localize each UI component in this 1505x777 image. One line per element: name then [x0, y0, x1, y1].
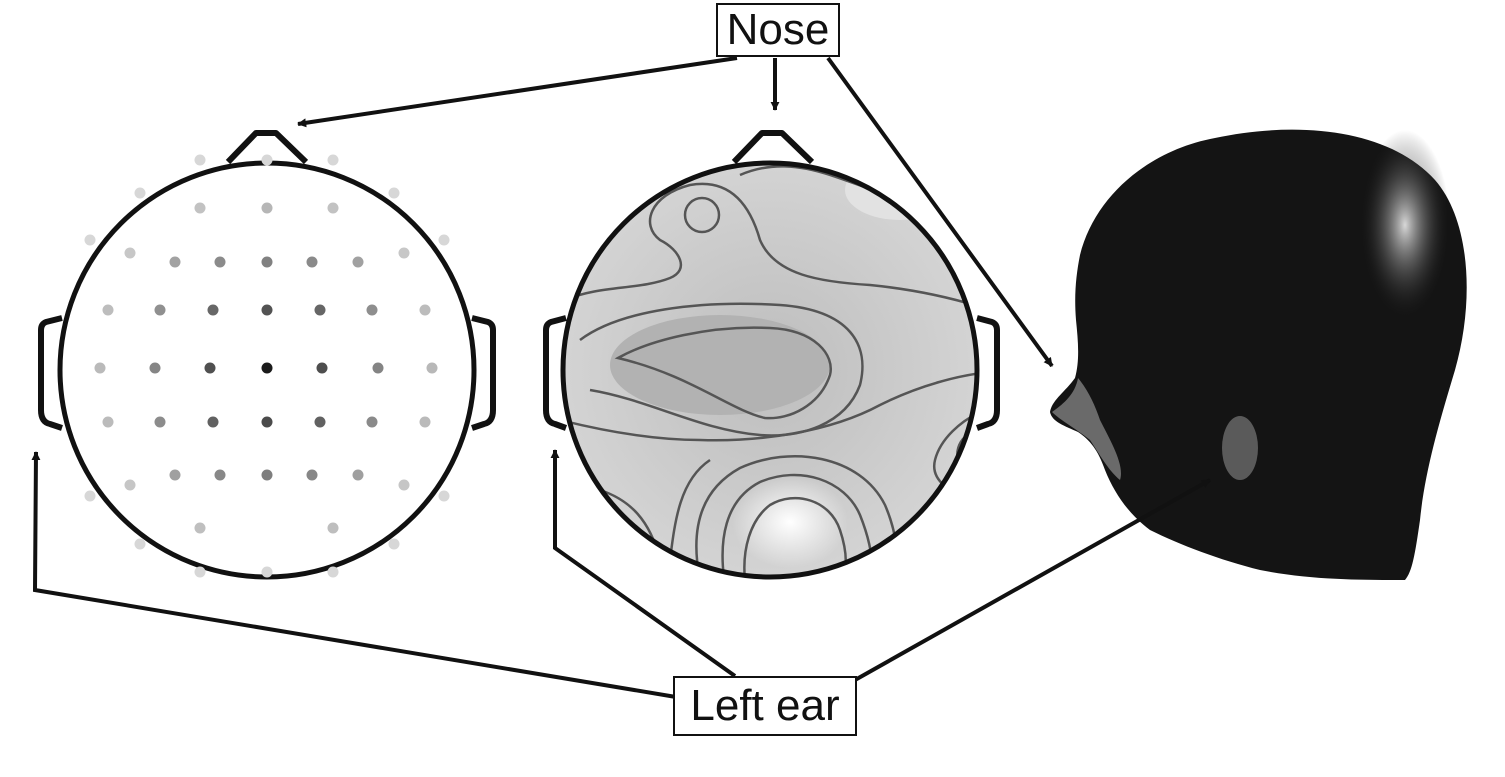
- face-highlight: [1052, 378, 1121, 480]
- electrode-dot: [204, 362, 216, 374]
- nose-label: Nose: [716, 3, 840, 57]
- electrode-dot: [134, 538, 146, 550]
- contour-line: [668, 458, 711, 561]
- electrode-dot: [419, 304, 431, 316]
- contour-line: [614, 326, 832, 420]
- electrode-layout-head: [38, 130, 496, 580]
- contour-line: [683, 196, 721, 234]
- electrode-dot: [261, 469, 273, 481]
- left-ear-arrow-3d-head: [854, 478, 1211, 682]
- electrode-dot: [261, 202, 273, 214]
- electrode-dot: [372, 362, 384, 374]
- nose-shape: [225, 130, 309, 165]
- electrode-dot: [314, 304, 326, 316]
- electrode-dot: [149, 362, 161, 374]
- electrode-dot: [154, 416, 166, 428]
- electrode-dot: [261, 566, 273, 578]
- electrode-dot: [102, 416, 114, 428]
- electrode-dot: [261, 256, 273, 268]
- electrode-dot: [84, 234, 96, 246]
- electrode-dot: [102, 304, 114, 316]
- contour-line: [563, 370, 977, 442]
- electrode-dot: [306, 469, 318, 481]
- electrode-dot: [388, 538, 400, 550]
- electrode-dot: [261, 304, 273, 316]
- electrode-dot: [194, 522, 206, 534]
- electrode-dot: [214, 256, 226, 268]
- electrode-dot: [194, 566, 206, 578]
- electrode-dot: [261, 416, 273, 428]
- right-ear-shape: [975, 315, 1000, 431]
- electrode-dot: [398, 479, 410, 491]
- electrode-dot: [314, 416, 326, 428]
- contour-line: [579, 302, 864, 437]
- left-ear-arrow-left-head: [31, 451, 677, 699]
- electrode-dot: [84, 490, 96, 502]
- contour-line: [564, 182, 977, 312]
- electrode-dot: [316, 362, 328, 374]
- ear-highlight: [1222, 416, 1258, 480]
- scalp-topography-head: [543, 130, 1000, 580]
- electrode-dot: [124, 479, 136, 491]
- electrode-dot: [327, 566, 339, 578]
- electrode-dot: [214, 469, 226, 481]
- electrode-dot: [426, 362, 438, 374]
- electrode-dot: [366, 304, 378, 316]
- electrode-dot: [327, 154, 339, 166]
- nose-arrow-3d-head: [826, 56, 1054, 368]
- electrode-dot: [169, 469, 181, 481]
- left-ear-shape: [38, 315, 63, 431]
- left-ear-arrow-middle-head: [550, 449, 737, 678]
- electrode-dot: [124, 247, 136, 259]
- electrode-dot: [366, 416, 378, 428]
- electrode-dot: [207, 304, 219, 316]
- electrode-dot: [306, 256, 318, 268]
- electrode-dot: [438, 490, 450, 502]
- electrode-dot: [194, 202, 206, 214]
- right-ear-shape: [471, 315, 496, 431]
- head-outline: [560, 160, 980, 580]
- electrode-dot: [194, 154, 206, 166]
- nose-shape: [731, 130, 815, 165]
- arrows: [31, 56, 1211, 699]
- electrode-dot: [327, 202, 339, 214]
- nose-arrow-left-head: [297, 56, 738, 128]
- left-ear-shape: [543, 315, 568, 431]
- electrode-dot: [261, 362, 273, 374]
- electrode-dot: [154, 304, 166, 316]
- electrode-dot: [419, 416, 431, 428]
- electrode-dot: [352, 469, 364, 481]
- electrode-dot: [327, 522, 339, 534]
- electrode-grid: [84, 154, 450, 578]
- electrode-dot: [261, 154, 273, 166]
- head-highlight: [1360, 130, 1450, 320]
- electrode-dot: [134, 187, 146, 199]
- electrode-dot: [438, 234, 450, 246]
- left-ear-label: Left ear: [673, 676, 857, 736]
- electrode-dot: [169, 256, 181, 268]
- electrode-dot: [207, 416, 219, 428]
- electrode-dot: [398, 247, 410, 259]
- contour-line: [721, 473, 874, 577]
- electrode-dot: [352, 256, 364, 268]
- electrode-dot: [94, 362, 106, 374]
- electrode-dot: [388, 187, 400, 199]
- 3d-head-side-view: [1050, 129, 1467, 580]
